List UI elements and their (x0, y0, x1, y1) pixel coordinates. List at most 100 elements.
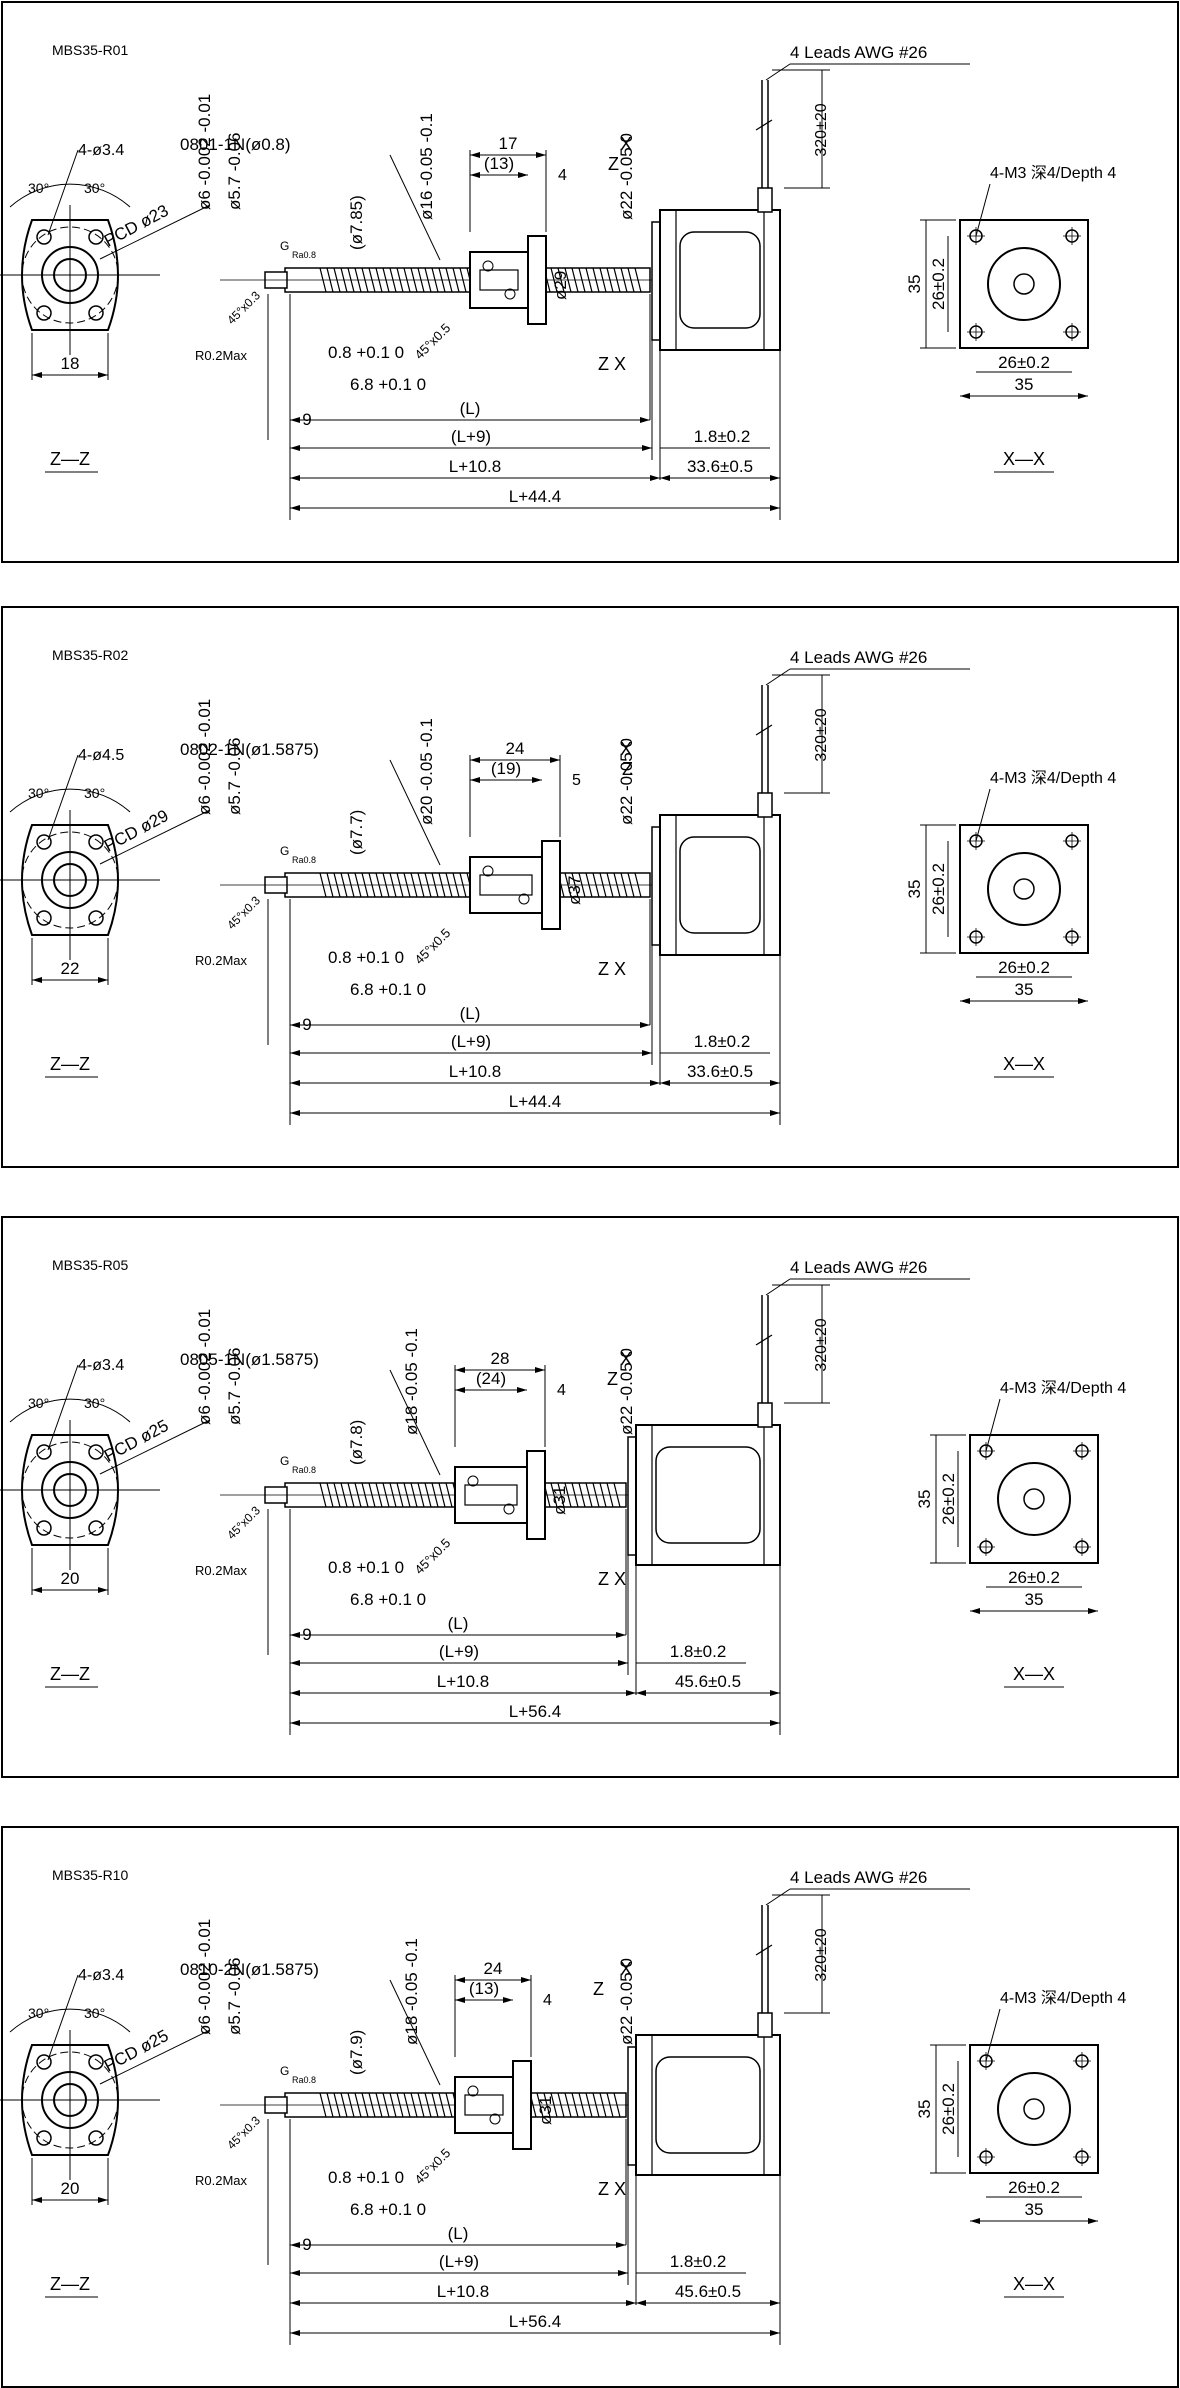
leads-leader (765, 1888, 791, 1906)
z-marker-bottom: Z (598, 959, 609, 979)
lead-break (755, 1334, 773, 1346)
shaft-diameter-label: ø6 -0.002 -0.01 (195, 94, 214, 210)
nut-inner-dim-arrow-end (532, 777, 542, 783)
offset-a-label: 0.8 +0.1 0 (328, 2168, 404, 2187)
section-xx-label: X—X (1013, 2274, 1055, 2294)
pcd-label: PCD ø29 (101, 806, 172, 856)
x-marker-bottom: X (614, 2179, 626, 2199)
chamfer2-label: 45°x0.5 (412, 925, 454, 967)
dim-L108-arrow-start (290, 2300, 300, 2306)
motor-side-view: 4 Leads AWG #26 320±20 (627, 1868, 970, 2176)
ball-nut-window (464, 2094, 504, 2116)
roughness-mark: Ra0.8 (292, 250, 316, 260)
flange-width-dim-label: 20 (61, 1569, 80, 1588)
flange-width-dim-arrow-end (98, 977, 108, 983)
dim-Ltotal-arrow-end (770, 1720, 780, 1726)
square-bottom-dim-label: 35 (1025, 2200, 1044, 2219)
dimension-chain: 9(L)(L+9)L+10.8L+44.41.8±0.233.6±0.5 (267, 294, 781, 520)
gd-t-mark: G (280, 1454, 289, 1468)
leads-label: 4 Leads AWG #26 (790, 1868, 927, 1887)
mount-hole-1 (88, 229, 104, 245)
panel-frame (1, 1826, 1179, 2388)
section-zz-label: Z—Z (50, 1664, 90, 1684)
chamfer2-label: 45°x0.5 (412, 320, 454, 362)
section-xx-label: X—X (1003, 1054, 1045, 1074)
dim-Ltotal-arrow-start (290, 1720, 300, 1726)
end-square (959, 824, 1089, 954)
panel-frame (1, 606, 1179, 1168)
nut-length-dim-arrow-start (470, 152, 480, 158)
nut-diameter-label: ø20 -0.05 -0.1 (417, 718, 436, 825)
dim-L9-arrow-start (290, 1050, 300, 1056)
dim-motor-length-arrow-start (660, 1080, 670, 1086)
nut-step-label: 4 (557, 1382, 566, 1399)
lead-length-label: 320±20 (813, 1318, 830, 1371)
nut-screw-head (503, 1503, 515, 1515)
z-marker-top: Z (593, 1979, 604, 1999)
z-marker-top: Z (622, 759, 633, 779)
end-boss (997, 1462, 1071, 1536)
angle-left-label: 30° (28, 180, 49, 196)
chamfer1-label: 45°x0.3 (224, 288, 263, 327)
nut-length-dim-arrow-start (455, 1977, 465, 1983)
shaft-diameter2-label: ø5.7 -0.06 (225, 738, 244, 816)
lead-exit (757, 187, 773, 213)
pitch-diameter-label: (ø7.9) (347, 2030, 366, 2075)
lead-length-label: 320±20 (813, 1928, 830, 1981)
hole-pitch-h-label: 26±0.2 (1008, 2178, 1060, 2197)
dim-motor-length-arrow-start (636, 1690, 646, 1696)
flange-outline (21, 1434, 119, 1546)
dim-motor-length-arrow-start (636, 2300, 646, 2306)
square-bottom-dim-arrow-start (970, 2218, 980, 2224)
nut-length-dim-label: 28 (491, 1349, 510, 1368)
flange-diameter-label: ø31 (550, 1486, 569, 1515)
mount-holes-leader (975, 183, 991, 237)
motor-boss-label: ø22 -0.05 0 (617, 738, 636, 825)
dim-motor-length-arrow-end (770, 1690, 780, 1696)
screw-spec-label: 0810-2N(ø1.5875) (180, 1960, 319, 1979)
end-boss (987, 852, 1061, 926)
shaft-diameter-label: ø6 -0.002 -0.01 (195, 1919, 214, 2035)
nut-inner-dim-arrow-start (455, 1997, 465, 2003)
gap-label: 1.8±0.2 (670, 2252, 727, 2271)
flange-width-dim-arrow-end (98, 1587, 108, 1593)
square-bottom-dim-arrow-start (970, 1608, 980, 1614)
dim-L9-arrow-start (290, 2270, 300, 2276)
pcd-leader (99, 1419, 211, 1475)
nut-length-dim-arrow-end (550, 757, 560, 763)
square-bottom-dim-label: 35 (1025, 1590, 1044, 1609)
nut-length-dim-arrow-end (535, 1367, 545, 1373)
dim-motor-length-label: 45.6±0.5 (675, 1672, 741, 1691)
roughness-mark: Ra0.8 (292, 1465, 316, 1475)
dim-motor-length-label: 33.6±0.5 (687, 457, 753, 476)
dim-L108-label: L+10.8 (437, 1672, 489, 1691)
dim-L108-arrow-end (650, 475, 660, 481)
square-bottom-dim-arrow-start (960, 393, 970, 399)
dim-L-arrow-end (616, 2242, 626, 2248)
gap-label: 1.8±0.2 (694, 427, 751, 446)
flange-width-dim-label: 20 (61, 2179, 80, 2198)
square-bottom-dim-label: 35 (1015, 980, 1034, 999)
dim-L-arrow-start (290, 1022, 300, 1028)
nut-screw-head (504, 288, 516, 300)
angle-right-label: 30° (84, 180, 105, 196)
nut-inner-dim-arrow-start (470, 777, 480, 783)
dim-L-label: (L) (448, 2224, 469, 2243)
dim-L108-arrow-end (650, 1080, 660, 1086)
dimension-chain: 9(L)(L+9)L+10.8L+56.41.8±0.245.6±0.5 (267, 1509, 781, 1735)
dim-L9-arrow-end (618, 1660, 628, 1666)
mount-hole-2 (36, 2130, 52, 2146)
section-xx-label: X—X (1003, 449, 1045, 469)
chamfer2-label: 45°x0.5 (412, 2145, 454, 2187)
motor-inner (655, 2056, 761, 2154)
nut-length-dim-label: 24 (506, 739, 525, 758)
dim-L9-label: (L+9) (451, 427, 491, 446)
hole-pitch-v-label: 26±0.2 (929, 863, 948, 915)
